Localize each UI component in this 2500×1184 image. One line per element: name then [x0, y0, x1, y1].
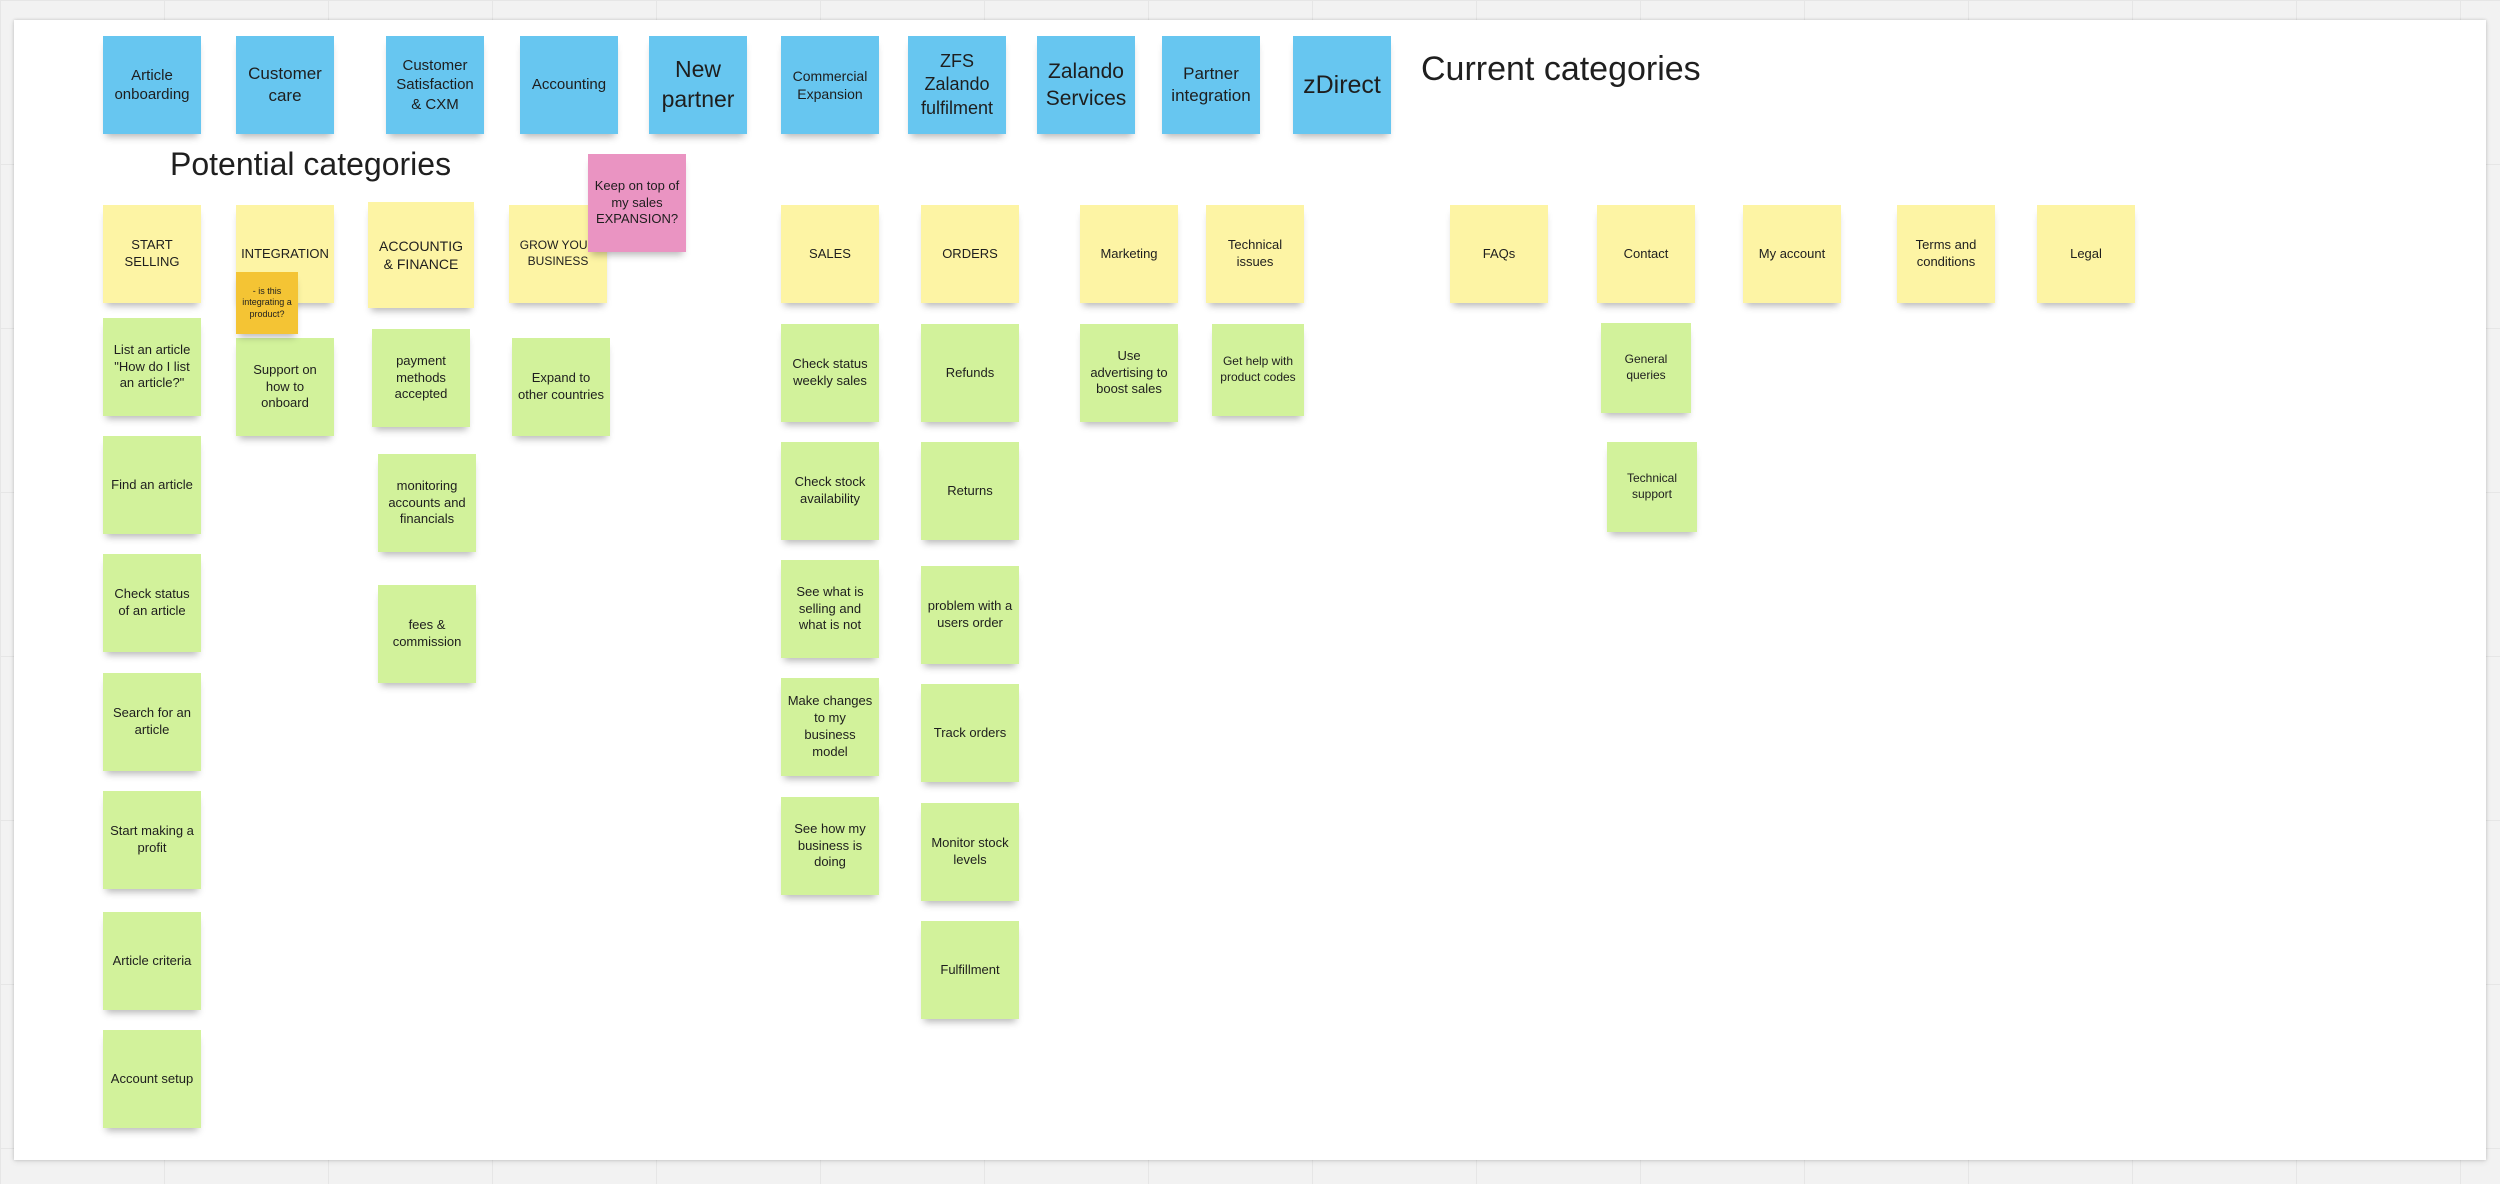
- note-check-weekly-sales[interactable]: Check status weekly sales: [781, 324, 879, 422]
- note-use-advertising[interactable]: Use advertising to boost sales: [1080, 324, 1178, 422]
- header-orders[interactable]: ORDERS: [921, 205, 1019, 303]
- note-refunds[interactable]: Refunds: [921, 324, 1019, 422]
- whiteboard-canvas[interactable]: Article onboarding Customer care Custome…: [14, 20, 2486, 1160]
- note-article-criteria[interactable]: Article criteria: [103, 912, 201, 1010]
- note-track-orders[interactable]: Track orders: [921, 684, 1019, 782]
- note-search-article[interactable]: Search for an article: [103, 673, 201, 771]
- current-category-accounting[interactable]: Accounting: [520, 36, 618, 134]
- note-fulfillment[interactable]: Fulfillment: [921, 921, 1019, 1019]
- note-payment-methods[interactable]: payment methods accepted: [372, 329, 470, 427]
- note-start-making-profit[interactable]: Start making a profit: [103, 791, 201, 889]
- note-list-an-article[interactable]: List an article "How do I list an articl…: [103, 318, 201, 416]
- header-start-selling[interactable]: START SELLING: [103, 205, 201, 303]
- header-my-account[interactable]: My account: [1743, 205, 1841, 303]
- current-category-partner-integration[interactable]: Partner integration: [1162, 36, 1260, 134]
- current-category-new-partner[interactable]: New partner: [649, 36, 747, 134]
- current-category-zfs-fulfilment[interactable]: ZFS Zalando fulfilment: [908, 36, 1006, 134]
- header-contact[interactable]: Contact: [1597, 205, 1695, 303]
- note-general-queries[interactable]: General queries: [1601, 323, 1691, 413]
- note-returns[interactable]: Returns: [921, 442, 1019, 540]
- note-check-status-article[interactable]: Check status of an article: [103, 554, 201, 652]
- header-accounting-finance[interactable]: ACCOUNTIG & FINANCE: [368, 202, 474, 308]
- current-category-commercial-expansion[interactable]: Commercial Expansion: [781, 36, 879, 134]
- note-product-codes[interactable]: Get help with product codes: [1212, 324, 1304, 416]
- header-faqs[interactable]: FAQs: [1450, 205, 1548, 303]
- note-keep-on-top-sales[interactable]: Keep on top of my sales EXPANSION?: [588, 154, 686, 252]
- header-marketing[interactable]: Marketing: [1080, 205, 1178, 303]
- note-check-stock[interactable]: Check stock availability: [781, 442, 879, 540]
- note-business-doing[interactable]: See how my business is doing: [781, 797, 879, 895]
- note-what-is-selling[interactable]: See what is selling and what is not: [781, 560, 879, 658]
- current-category-zdirect[interactable]: zDirect: [1293, 36, 1391, 134]
- note-changes-business-model[interactable]: Make changes to my business model: [781, 678, 879, 776]
- header-technical-issues[interactable]: Technical issues: [1206, 205, 1304, 303]
- comment-integrating-product[interactable]: - is this integrating a product?: [236, 272, 298, 334]
- header-legal[interactable]: Legal: [2037, 205, 2135, 303]
- potential-categories-title: Potential categories: [170, 146, 452, 182]
- note-problem-user-order[interactable]: problem with a users order: [921, 566, 1019, 664]
- current-category-customer-care[interactable]: Customer care: [236, 36, 334, 134]
- note-expand-countries[interactable]: Expand to other countries: [512, 338, 610, 436]
- note-support-onboard[interactable]: Support on how to onboard: [236, 338, 334, 436]
- header-terms-conditions[interactable]: Terms and conditions: [1897, 205, 1995, 303]
- note-account-setup[interactable]: Account setup: [103, 1030, 201, 1128]
- note-fees-commission[interactable]: fees & commission: [378, 585, 476, 683]
- note-find-an-article[interactable]: Find an article: [103, 436, 201, 534]
- header-sales[interactable]: SALES: [781, 205, 879, 303]
- current-categories-title: Current categories: [1421, 50, 1701, 88]
- current-category-zalando-services[interactable]: Zalando Services: [1037, 36, 1135, 134]
- note-technical-support[interactable]: Technical support: [1607, 442, 1697, 532]
- current-category-article-onboarding[interactable]: Article onboarding: [103, 36, 201, 134]
- note-monitoring-accounts[interactable]: monitoring accounts and financials: [378, 454, 476, 552]
- current-category-customer-satisfaction[interactable]: Customer Satisfaction & CXM: [386, 36, 484, 134]
- note-monitor-stock[interactable]: Monitor stock levels: [921, 803, 1019, 901]
